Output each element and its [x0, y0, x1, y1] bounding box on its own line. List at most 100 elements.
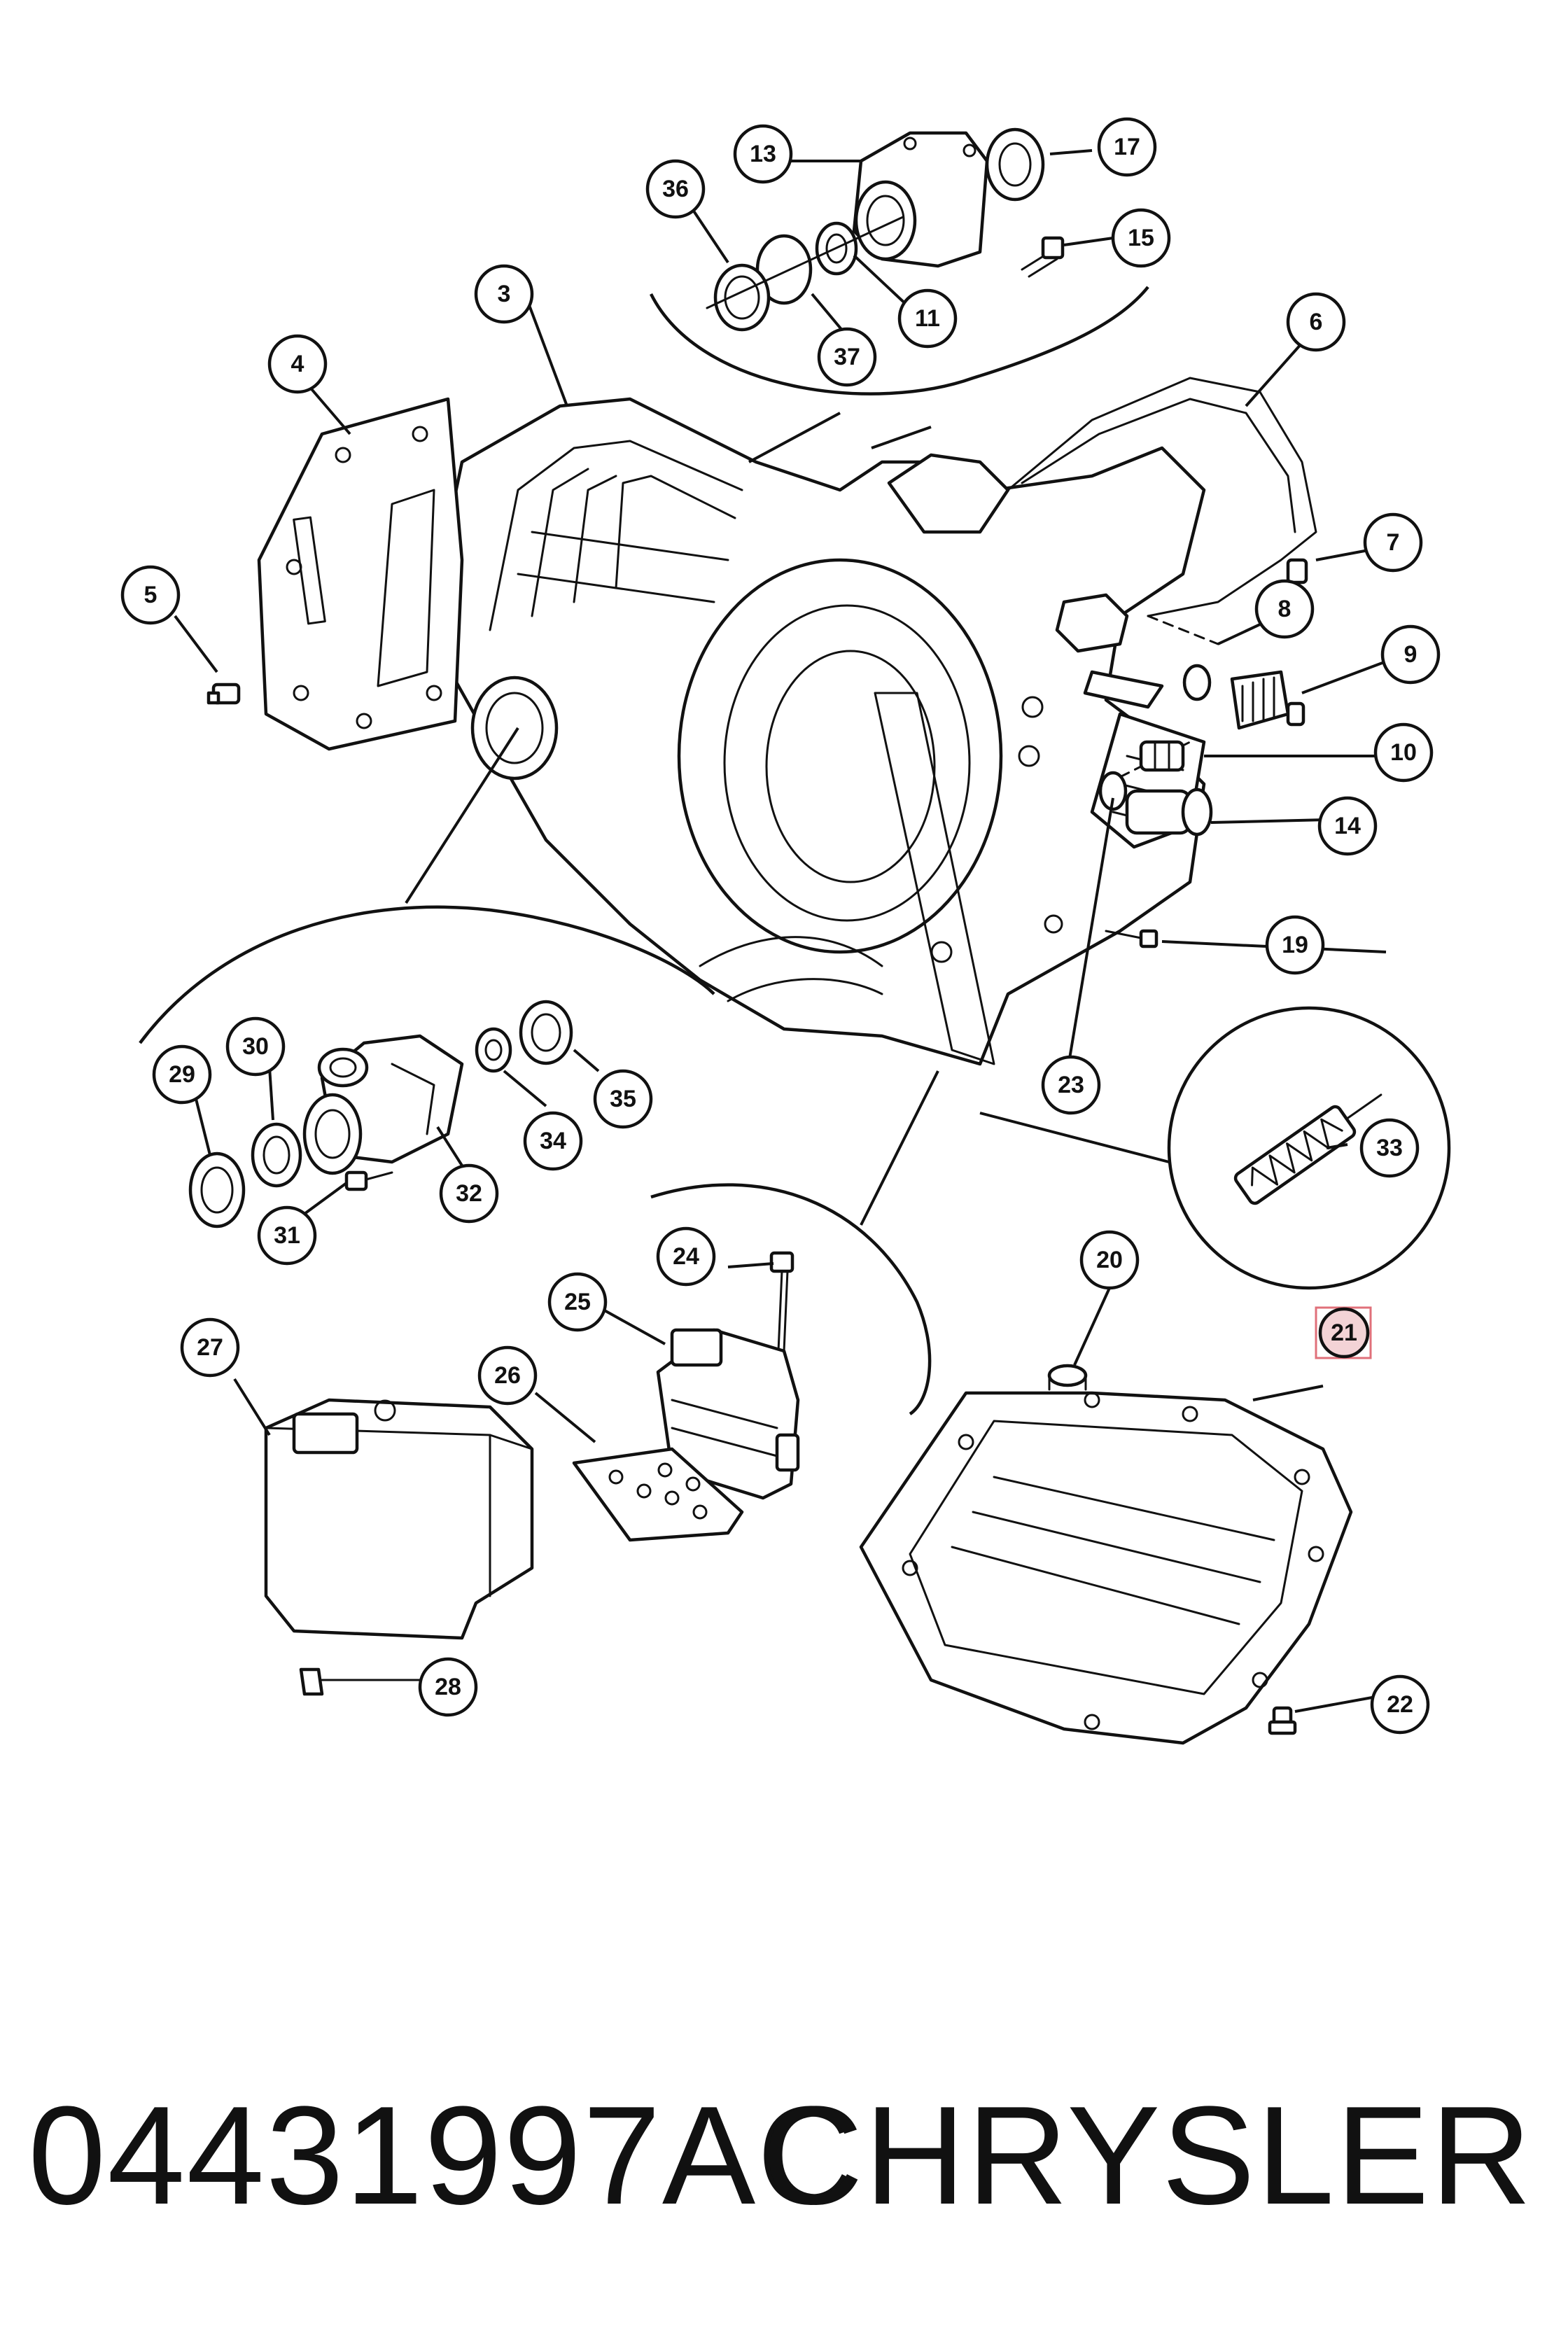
callout-14: 14 — [1317, 796, 1378, 856]
svg-text:5: 5 — [144, 582, 158, 608]
o-ring-8 — [1182, 664, 1212, 701]
callout-33: 33 — [1359, 1118, 1420, 1178]
case-plate — [257, 397, 464, 751]
extension-housing — [852, 131, 989, 268]
seal-29 — [188, 1152, 246, 1228]
side-gasket — [1007, 377, 1317, 617]
callout-23: 23 — [1041, 1055, 1101, 1115]
cover-27 — [264, 1398, 534, 1640]
callout-21[interactable]: 21 — [1318, 1307, 1370, 1359]
oil-pan-21 — [859, 1391, 1353, 1745]
svg-text:21: 21 — [1331, 1320, 1357, 1346]
bolt-24 — [769, 1251, 794, 1352]
sensor-9 — [1230, 670, 1306, 730]
callout-19: 19 — [1265, 915, 1325, 975]
callout-17: 17 — [1097, 117, 1157, 177]
svg-text:28: 28 — [435, 1674, 461, 1700]
bolt-28 — [299, 1667, 428, 1696]
callout-5: 5 — [120, 565, 181, 625]
callout-26: 26 — [477, 1345, 538, 1406]
svg-text:35: 35 — [610, 1086, 636, 1112]
callout-31: 31 — [257, 1205, 317, 1266]
svg-text:32: 32 — [456, 1180, 482, 1207]
svg-text:19: 19 — [1282, 932, 1308, 958]
o-ring-23 — [1098, 771, 1128, 811]
callout-13: 13 — [733, 124, 793, 184]
callout-24: 24 — [656, 1226, 716, 1287]
housing-32 — [302, 1034, 464, 1175]
svg-text:23: 23 — [1058, 1072, 1084, 1098]
callout-36: 36 — [645, 159, 706, 219]
callout-11: 11 — [897, 288, 958, 349]
solenoid-14 — [1125, 788, 1213, 836]
svg-text:36: 36 — [662, 176, 689, 202]
brand-name: CHRYSLER — [762, 2078, 1533, 2234]
callout-28: 28 — [418, 1657, 478, 1717]
svg-text:22: 22 — [1387, 1691, 1413, 1718]
svg-text:27: 27 — [197, 1334, 223, 1361]
callout-27: 27 — [180, 1317, 240, 1378]
drain-plug-22 — [1268, 1706, 1297, 1735]
callout-7: 7 — [1363, 512, 1423, 573]
svg-text:14: 14 — [1334, 813, 1361, 839]
bolt-31 — [344, 1170, 393, 1191]
svg-text:31: 31 — [274, 1222, 300, 1249]
transaxle-case — [425, 397, 1206, 1066]
leader-lines — [174, 149, 1393, 1713]
bolt-19 — [1105, 929, 1158, 948]
svg-text:24: 24 — [673, 1243, 699, 1270]
callout-25: 25 — [547, 1272, 608, 1332]
svg-text:10: 10 — [1390, 739, 1417, 766]
washer-34 — [475, 1027, 512, 1073]
callout-4: 4 — [267, 334, 328, 394]
callout-30: 30 — [225, 1016, 286, 1077]
svg-text:9: 9 — [1404, 641, 1418, 668]
seal-17 — [985, 127, 1045, 202]
callout-20: 20 — [1079, 1230, 1140, 1290]
callout-15: 15 — [1111, 208, 1171, 268]
bearing-30 — [251, 1122, 302, 1188]
gasket-26 — [572, 1447, 744, 1542]
fitting-10 — [1139, 740, 1185, 772]
callout-3: 3 — [474, 264, 534, 324]
svg-text:11: 11 — [915, 305, 940, 332]
callout-34: 34 — [523, 1111, 583, 1171]
svg-text:6: 6 — [1310, 309, 1323, 335]
svg-text:8: 8 — [1278, 596, 1292, 622]
left-group-arc — [139, 905, 715, 1044]
svg-text:20: 20 — [1096, 1247, 1123, 1273]
fitting-7 — [1286, 558, 1308, 584]
part-number: 04431997AC — [28, 2078, 860, 2234]
bolt-15 — [1021, 236, 1065, 278]
callout-10: 10 — [1373, 722, 1434, 783]
svg-text:3: 3 — [498, 281, 511, 307]
callout-37: 37 — [817, 327, 877, 387]
svg-text:15: 15 — [1128, 225, 1154, 251]
callout-29: 29 — [152, 1044, 212, 1105]
callout-22: 22 — [1370, 1674, 1430, 1735]
callout-35: 35 — [593, 1069, 653, 1129]
svg-text:37: 37 — [834, 344, 860, 370]
bottom-group-arc — [650, 1183, 932, 1415]
svg-text:26: 26 — [494, 1362, 521, 1389]
svg-text:34: 34 — [540, 1128, 566, 1154]
svg-text:29: 29 — [169, 1061, 195, 1088]
svg-text:25: 25 — [564, 1289, 591, 1315]
magnet-20 — [1047, 1364, 1088, 1391]
spring-33 — [1233, 1093, 1382, 1205]
svg-text:4: 4 — [291, 351, 304, 377]
callout-9: 9 — [1380, 624, 1441, 685]
svg-text:17: 17 — [1114, 134, 1140, 160]
callout-32: 32 — [439, 1163, 499, 1224]
svg-text:7: 7 — [1387, 529, 1400, 556]
fitting-5 — [206, 682, 241, 705]
callout-8: 8 — [1254, 579, 1315, 639]
svg-text:33: 33 — [1376, 1135, 1403, 1161]
seal-35 — [519, 1000, 573, 1065]
svg-text:13: 13 — [750, 141, 776, 167]
callout-6: 6 — [1286, 292, 1346, 352]
top-group-arc — [649, 286, 1149, 396]
seal-36 — [713, 263, 771, 332]
svg-text:30: 30 — [242, 1033, 269, 1060]
